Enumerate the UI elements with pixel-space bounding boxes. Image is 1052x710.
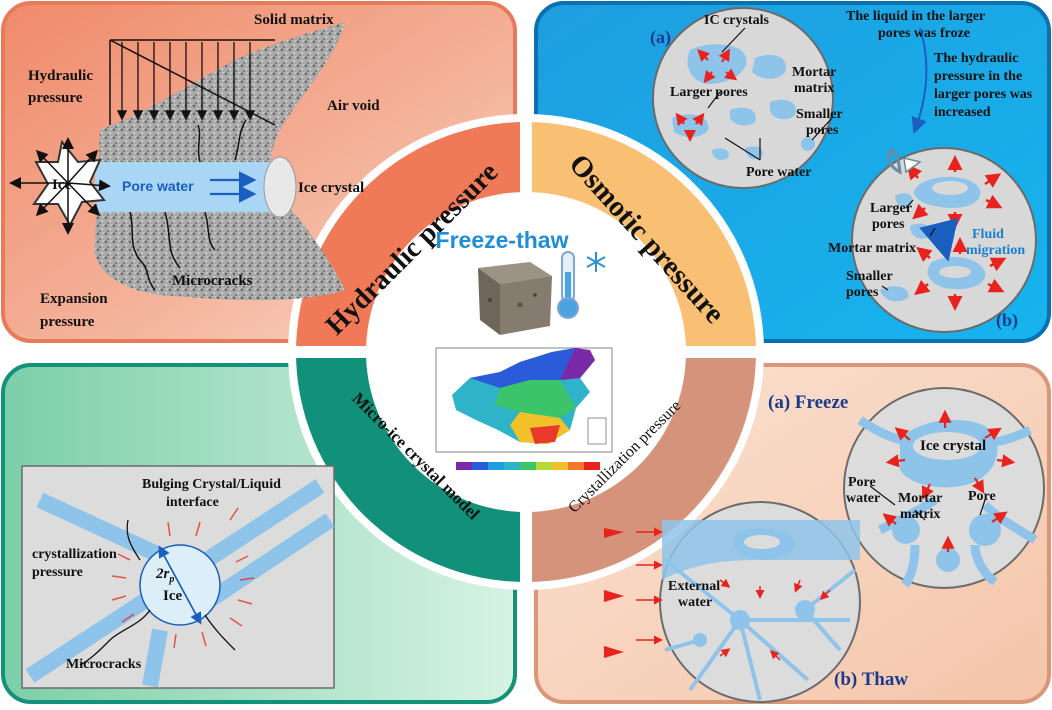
ring-crystallization xyxy=(526,352,756,582)
center-title: Freeze-thaw xyxy=(436,227,569,253)
label-ice-crystal: Ice crystal xyxy=(298,180,364,196)
label-microcracks: Microcracks xyxy=(172,273,253,289)
label-larger-b-2: pores xyxy=(872,217,905,232)
label-air-void: Air void xyxy=(327,98,380,114)
concrete-cube-icon xyxy=(478,262,552,335)
label-hydraulic-1: Hydraulic xyxy=(28,68,93,84)
label-hydraulic-2: pressure xyxy=(28,90,83,106)
label-bulging-1: Bulging Crystal/Liquid xyxy=(142,477,281,492)
label-expansion-1: Expansion xyxy=(40,291,108,307)
label-larger-pores: Larger pores xyxy=(670,85,748,100)
label-pore-freeze: Pore xyxy=(968,489,996,504)
label-hyd-inc-2: pressure in the xyxy=(934,69,1022,84)
label-hyd-inc-1: The hydraulic xyxy=(934,51,1018,66)
label-ice-crystal-freeze: Ice crystal xyxy=(920,438,986,454)
ring-micro-ice xyxy=(296,352,526,582)
label-microcracks-micro: Microcracks xyxy=(66,657,142,672)
label-external-water-1: External xyxy=(668,579,720,594)
label-smaller-a-1: Smaller xyxy=(796,107,843,122)
label-pore-water-freeze-2: water xyxy=(846,491,880,506)
osmotic-illustration-a xyxy=(652,7,834,189)
thaw-illustration xyxy=(604,501,861,703)
label-mortar-a-2: matrix xyxy=(794,81,834,96)
label-crys-press-2: pressure xyxy=(32,565,83,580)
osmotic-illustration-b xyxy=(851,147,1037,333)
label-bulging-2: interface xyxy=(166,495,219,510)
label-crys-press-1: crystallization xyxy=(32,547,117,562)
label-mortar-freeze-2: matrix xyxy=(900,507,940,522)
label-external-water-2: water xyxy=(678,595,712,610)
label-radius: 2rp xyxy=(155,566,174,585)
thermometer-icon xyxy=(557,251,579,319)
china-temperature-map xyxy=(435,347,613,470)
ice-crystal-ellipse xyxy=(263,156,297,218)
label-freeze: (a) Freeze xyxy=(768,392,848,413)
label-thaw: (b) Thaw xyxy=(834,669,908,690)
label-solid-matrix: Solid matrix xyxy=(254,12,334,28)
label-pore-water: Pore water xyxy=(122,178,194,194)
label-hyd-inc-3: larger pores was xyxy=(934,87,1033,102)
label-pore-water-a: Pore water xyxy=(746,165,811,180)
label-fluid-2: migration xyxy=(966,243,1025,258)
osmotic-transition-arrow xyxy=(911,27,928,134)
snowflake-icon xyxy=(586,252,606,272)
label-fluid-1: Fluid xyxy=(972,227,1004,242)
label-osmotic-a: (a) xyxy=(650,27,671,48)
label-pore-water-freeze-1: Pore xyxy=(848,475,876,490)
label-ice: Ice xyxy=(52,177,71,193)
label-ice-micro: Ice xyxy=(163,588,182,604)
label-mortar-freeze-1: Mortar xyxy=(898,491,942,506)
label-mortar-b: Mortar matrix xyxy=(828,241,916,256)
label-osmotic-b: (b) xyxy=(996,310,1018,331)
label-expansion-2: pressure xyxy=(40,314,95,330)
label-liquid-1: The liquid in the larger xyxy=(846,9,985,24)
ring-hydraulic xyxy=(296,122,526,352)
label-smaller-b-1: Smaller xyxy=(846,269,893,284)
label-larger-b-1: Larger xyxy=(870,201,912,216)
label-mortar-a-1: Mortar xyxy=(792,65,836,80)
hydraulic-illustration xyxy=(9,22,345,300)
label-smaller-a-2: pores xyxy=(806,123,839,138)
label-smaller-b-2: pores xyxy=(846,285,879,300)
ring-osmotic xyxy=(526,122,756,352)
label-liquid-2: pores was froze xyxy=(878,26,970,41)
freeze-illustration xyxy=(843,387,1045,589)
label-ic-crystals: IC crystals xyxy=(704,13,769,28)
solid-matrix-shape xyxy=(94,22,345,300)
label-hyd-inc-4: increased xyxy=(934,105,991,120)
micro-ice-illustration xyxy=(21,465,335,689)
